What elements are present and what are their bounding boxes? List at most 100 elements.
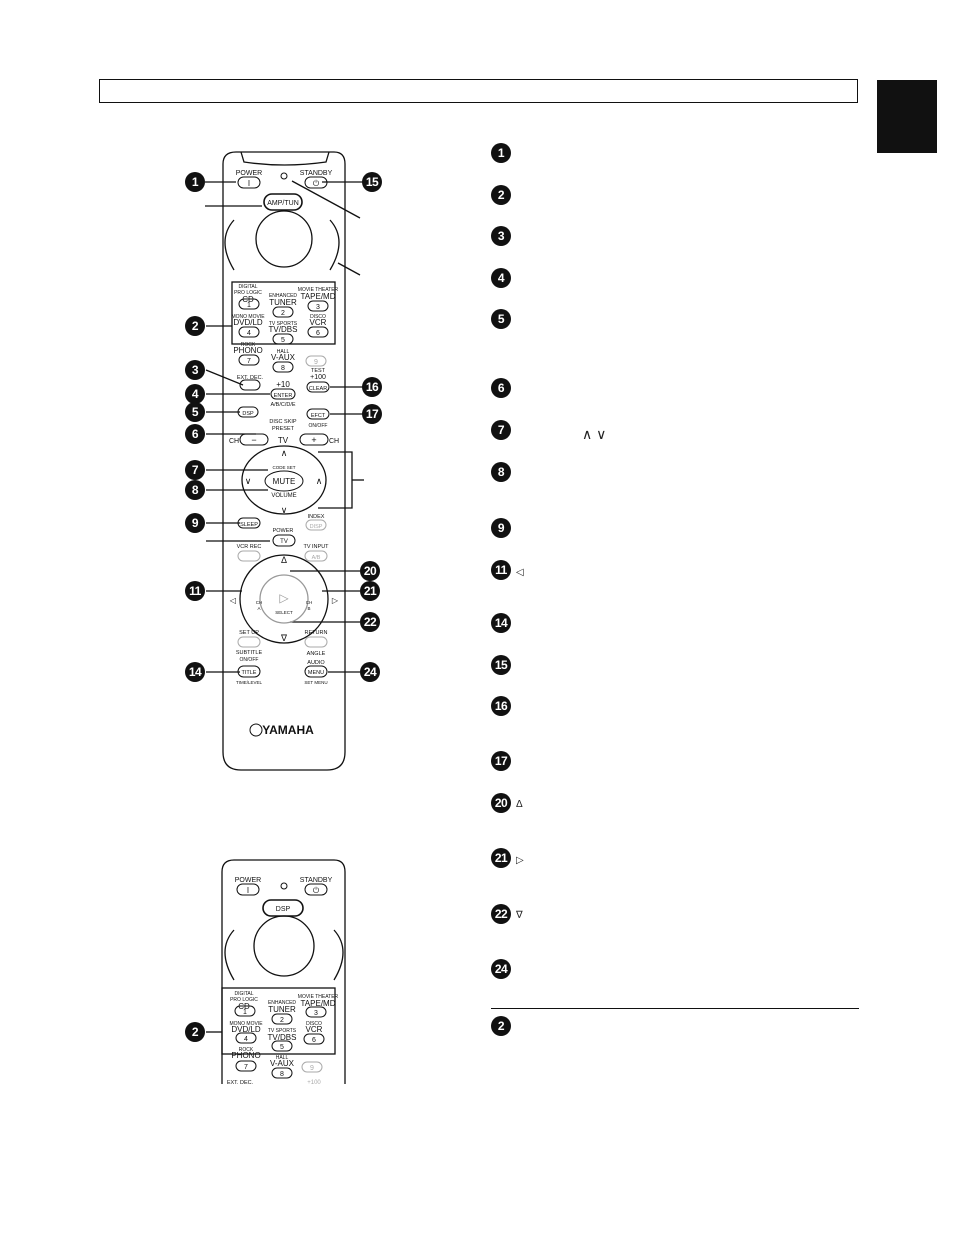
- svg-text:PHONO: PHONO: [231, 1051, 260, 1060]
- detail-input-4-button[interactable]: [235, 1032, 257, 1044]
- return-button[interactable]: [304, 636, 328, 648]
- section-tab: [877, 80, 937, 153]
- mute-label: MUTE: [273, 477, 296, 486]
- power-label: POWER: [236, 170, 262, 177]
- legend-item-7: 7: [491, 420, 511, 440]
- svg-text:ROCK: ROCK: [241, 342, 256, 348]
- detail-input-7-button[interactable]: [235, 1060, 257, 1072]
- svg-text:TV INPUT: TV INPUT: [303, 544, 329, 550]
- input-1-button[interactable]: [238, 298, 260, 310]
- detail-input-6-button[interactable]: [303, 1033, 325, 1045]
- svg-text:2: 2: [280, 1017, 284, 1024]
- dsp-button[interactable]: [237, 406, 259, 418]
- svg-text:7: 7: [247, 358, 251, 365]
- svg-text:V-AUX: V-AUX: [271, 353, 296, 362]
- mute-button[interactable]: [264, 470, 304, 492]
- input-6-button[interactable]: [307, 326, 329, 338]
- detail-input-9-button[interactable]: [301, 1061, 323, 1073]
- svg-text:TUNER: TUNER: [268, 1005, 296, 1014]
- disp-button[interactable]: [305, 519, 327, 531]
- callout-1: 1: [185, 172, 205, 192]
- svg-text:5: 5: [280, 1044, 284, 1051]
- callout-detail-2: 2: [185, 1022, 205, 1042]
- power-button[interactable]: [237, 176, 261, 189]
- svg-text:DISCO: DISCO: [306, 1021, 322, 1027]
- svg-text:Δ: Δ: [281, 555, 287, 565]
- input-3-button[interactable]: [307, 300, 329, 312]
- svg-text:6: 6: [312, 1037, 316, 1044]
- svg-text:SUBTITLE: SUBTITLE: [236, 650, 263, 656]
- input-8-button[interactable]: [272, 361, 294, 373]
- ch-minus-button[interactable]: [239, 433, 269, 446]
- svg-text:TIME/LEVEL: TIME/LEVEL: [236, 680, 263, 685]
- svg-text:MENU: MENU: [308, 670, 324, 676]
- title-button[interactable]: [237, 665, 261, 678]
- legend-20-up-icon: Δ: [516, 799, 523, 810]
- plus100-label: +100: [310, 374, 326, 381]
- standby-button[interactable]: [304, 176, 328, 189]
- svg-text:CH: CH: [256, 600, 263, 605]
- legend-item-22: 22: [491, 904, 511, 924]
- svg-text:▷: ▷: [332, 596, 339, 605]
- callout-17: 17: [362, 404, 382, 424]
- efct-button[interactable]: [306, 408, 330, 420]
- input-9-button[interactable]: [305, 355, 327, 367]
- clear-button[interactable]: [306, 381, 330, 393]
- detail-input-2-button[interactable]: [271, 1013, 293, 1025]
- setup-button[interactable]: [237, 636, 261, 648]
- input-5-button[interactable]: [272, 333, 294, 345]
- vcr-rec-button[interactable]: [237, 550, 261, 562]
- svg-text:DSP: DSP: [276, 906, 291, 913]
- legend-item-3: 3: [491, 226, 511, 246]
- callout-11: 11: [185, 581, 205, 601]
- svg-text:8: 8: [280, 1071, 284, 1078]
- svg-text:INDEX: INDEX: [308, 514, 325, 520]
- legend-item-16: 16: [491, 696, 511, 716]
- legend-item-2: 2: [491, 185, 511, 205]
- detail-standby-button[interactable]: [304, 883, 328, 896]
- svg-text:RETURN: RETURN: [305, 630, 328, 636]
- svg-text:ENHANCED: ENHANCED: [269, 293, 297, 299]
- callout-6: 6: [185, 424, 205, 444]
- svg-text:DVD/LD: DVD/LD: [231, 1025, 261, 1034]
- input-2-button[interactable]: [272, 306, 294, 318]
- callout-16: 16: [362, 377, 382, 397]
- legend-item-20: 20: [491, 793, 511, 813]
- detail-input-5-button[interactable]: [271, 1040, 293, 1052]
- detail-input-8-button[interactable]: [271, 1067, 293, 1079]
- callout-24: 24: [360, 662, 380, 682]
- svg-text:CLEAR: CLEAR: [309, 386, 327, 392]
- callout-8: 8: [185, 480, 205, 500]
- yamaha-logo: YAMAHA: [262, 723, 314, 737]
- amp-tun-button[interactable]: [263, 193, 303, 211]
- detail-input-3-button[interactable]: [305, 1006, 327, 1018]
- svg-text:TITLE: TITLE: [242, 670, 257, 676]
- input-4-button[interactable]: [238, 326, 260, 338]
- tv-input-button[interactable]: [304, 550, 328, 562]
- menu-button[interactable]: [304, 665, 328, 678]
- detail-input-1-button[interactable]: [234, 1005, 256, 1017]
- svg-text:−: −: [251, 435, 256, 445]
- svg-text:TUNER: TUNER: [269, 298, 297, 307]
- sleep-button[interactable]: [237, 517, 261, 529]
- svg-text:3: 3: [316, 304, 320, 311]
- callout-2: 2: [185, 316, 205, 336]
- legend-item-24: 24: [491, 959, 511, 979]
- callout-14: 14: [185, 662, 205, 682]
- tv-power-button[interactable]: [272, 534, 296, 547]
- ch-plus-button[interactable]: [299, 433, 329, 446]
- input-7-button[interactable]: [238, 354, 260, 366]
- legend-item-11: 11: [491, 560, 511, 580]
- enter-button[interactable]: [270, 388, 296, 400]
- callout-15: 15: [362, 172, 382, 192]
- legend-item-14: 14: [491, 613, 511, 633]
- svg-text:▷: ▷: [279, 591, 289, 605]
- legend-section-item-2: 2: [491, 1016, 511, 1036]
- svg-text:HALL: HALL: [276, 1055, 289, 1061]
- svg-text:ON/OFF: ON/OFF: [309, 423, 328, 429]
- yamaha-emblem-icon: [249, 723, 263, 737]
- detail-power-label: POWER: [235, 877, 261, 884]
- detail-dsp-button[interactable]: [262, 899, 304, 917]
- ext-dec-button[interactable]: [239, 379, 261, 391]
- detail-power-button[interactable]: [236, 883, 260, 896]
